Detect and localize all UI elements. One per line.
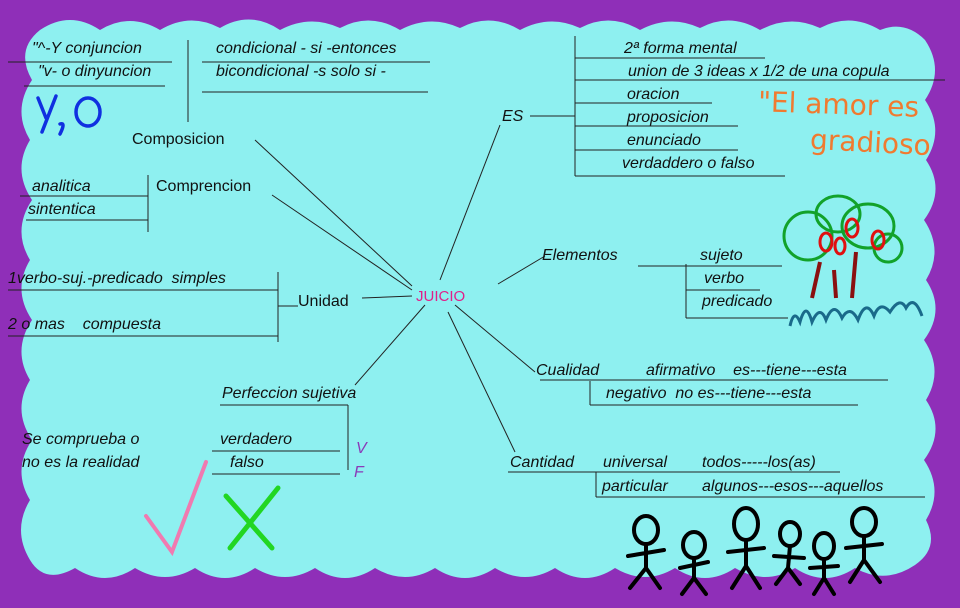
- stick-figures-icon: [626, 506, 884, 596]
- comprencion-item: analitica: [32, 178, 91, 195]
- perfeccion-f: F: [354, 464, 364, 481]
- cantidad-row-1a: universal: [603, 454, 668, 471]
- composicion-label: Composicion: [132, 131, 225, 148]
- cualidad-label: Cualidad: [536, 362, 600, 379]
- elementos-item: predicado: [702, 293, 773, 310]
- unidad-label: Unidad: [298, 293, 349, 310]
- perfeccion-label: Perfeccion sujetiva: [222, 385, 357, 402]
- es-item: verdaddero o falso: [622, 155, 755, 172]
- cualidad-row-1: afirmativo es---tiene---esta: [646, 362, 847, 379]
- elementos-label: Elementos: [542, 247, 618, 264]
- perfeccion-v: V: [356, 440, 367, 457]
- elementos-item: sujeto: [700, 247, 743, 264]
- handwriting-y-o: [36, 94, 102, 136]
- es-item: 2ª forma mental: [624, 40, 737, 57]
- check-mark-icon: [144, 460, 208, 557]
- es-item: oracion: [627, 86, 680, 103]
- tree-icon: [782, 194, 924, 327]
- comprencion-item: sintentica: [28, 201, 96, 218]
- unidad-item: 2 o mas compuesta: [8, 316, 161, 333]
- cantidad-row-1b: todos-----los(as): [702, 454, 816, 471]
- elementos-item: verbo: [704, 270, 745, 287]
- perfeccion-left-2: no es la realidad: [22, 454, 140, 471]
- quote-line-2: gradioso: [809, 122, 932, 163]
- composicion-left-item: "^-Y conjuncion: [32, 40, 142, 57]
- es-label: ES: [502, 108, 524, 125]
- es-item: union de 3 ideas x 1/2 de una copula: [628, 63, 890, 80]
- perfeccion-right-1: verdadero: [220, 431, 293, 448]
- es-item: proposicion: [627, 109, 709, 126]
- perfeccion-right-2: falso: [230, 454, 264, 471]
- cualidad-row-2: negativo no es---tiene---esta: [606, 385, 812, 402]
- center-node-juicio: JUICIO: [416, 288, 466, 305]
- cantidad-row-2b: algunos---esos---aquellos: [702, 478, 884, 495]
- cantidad-label: Cantidad: [510, 454, 575, 471]
- perfeccion-left-1: Se comprueba o: [22, 431, 140, 448]
- cantidad-row-2a: particular: [602, 478, 668, 495]
- cyan-area: [21, 19, 936, 578]
- quote-line-1: "El amor es: [757, 85, 920, 124]
- unidad-item: 1verbo-suj.-predicado simples: [8, 270, 226, 287]
- composicion-right-item: bicondicional -s solo si -: [216, 63, 386, 80]
- composicion-left-item: "v- o dinyuncion: [38, 63, 152, 80]
- es-item: enunciado: [627, 132, 701, 149]
- connector-lines: [8, 36, 945, 498]
- cross-mark-icon: [223, 485, 281, 551]
- comprencion-label: Comprencion: [156, 178, 252, 195]
- composicion-right-item: condicional - si -entonces: [216, 40, 397, 57]
